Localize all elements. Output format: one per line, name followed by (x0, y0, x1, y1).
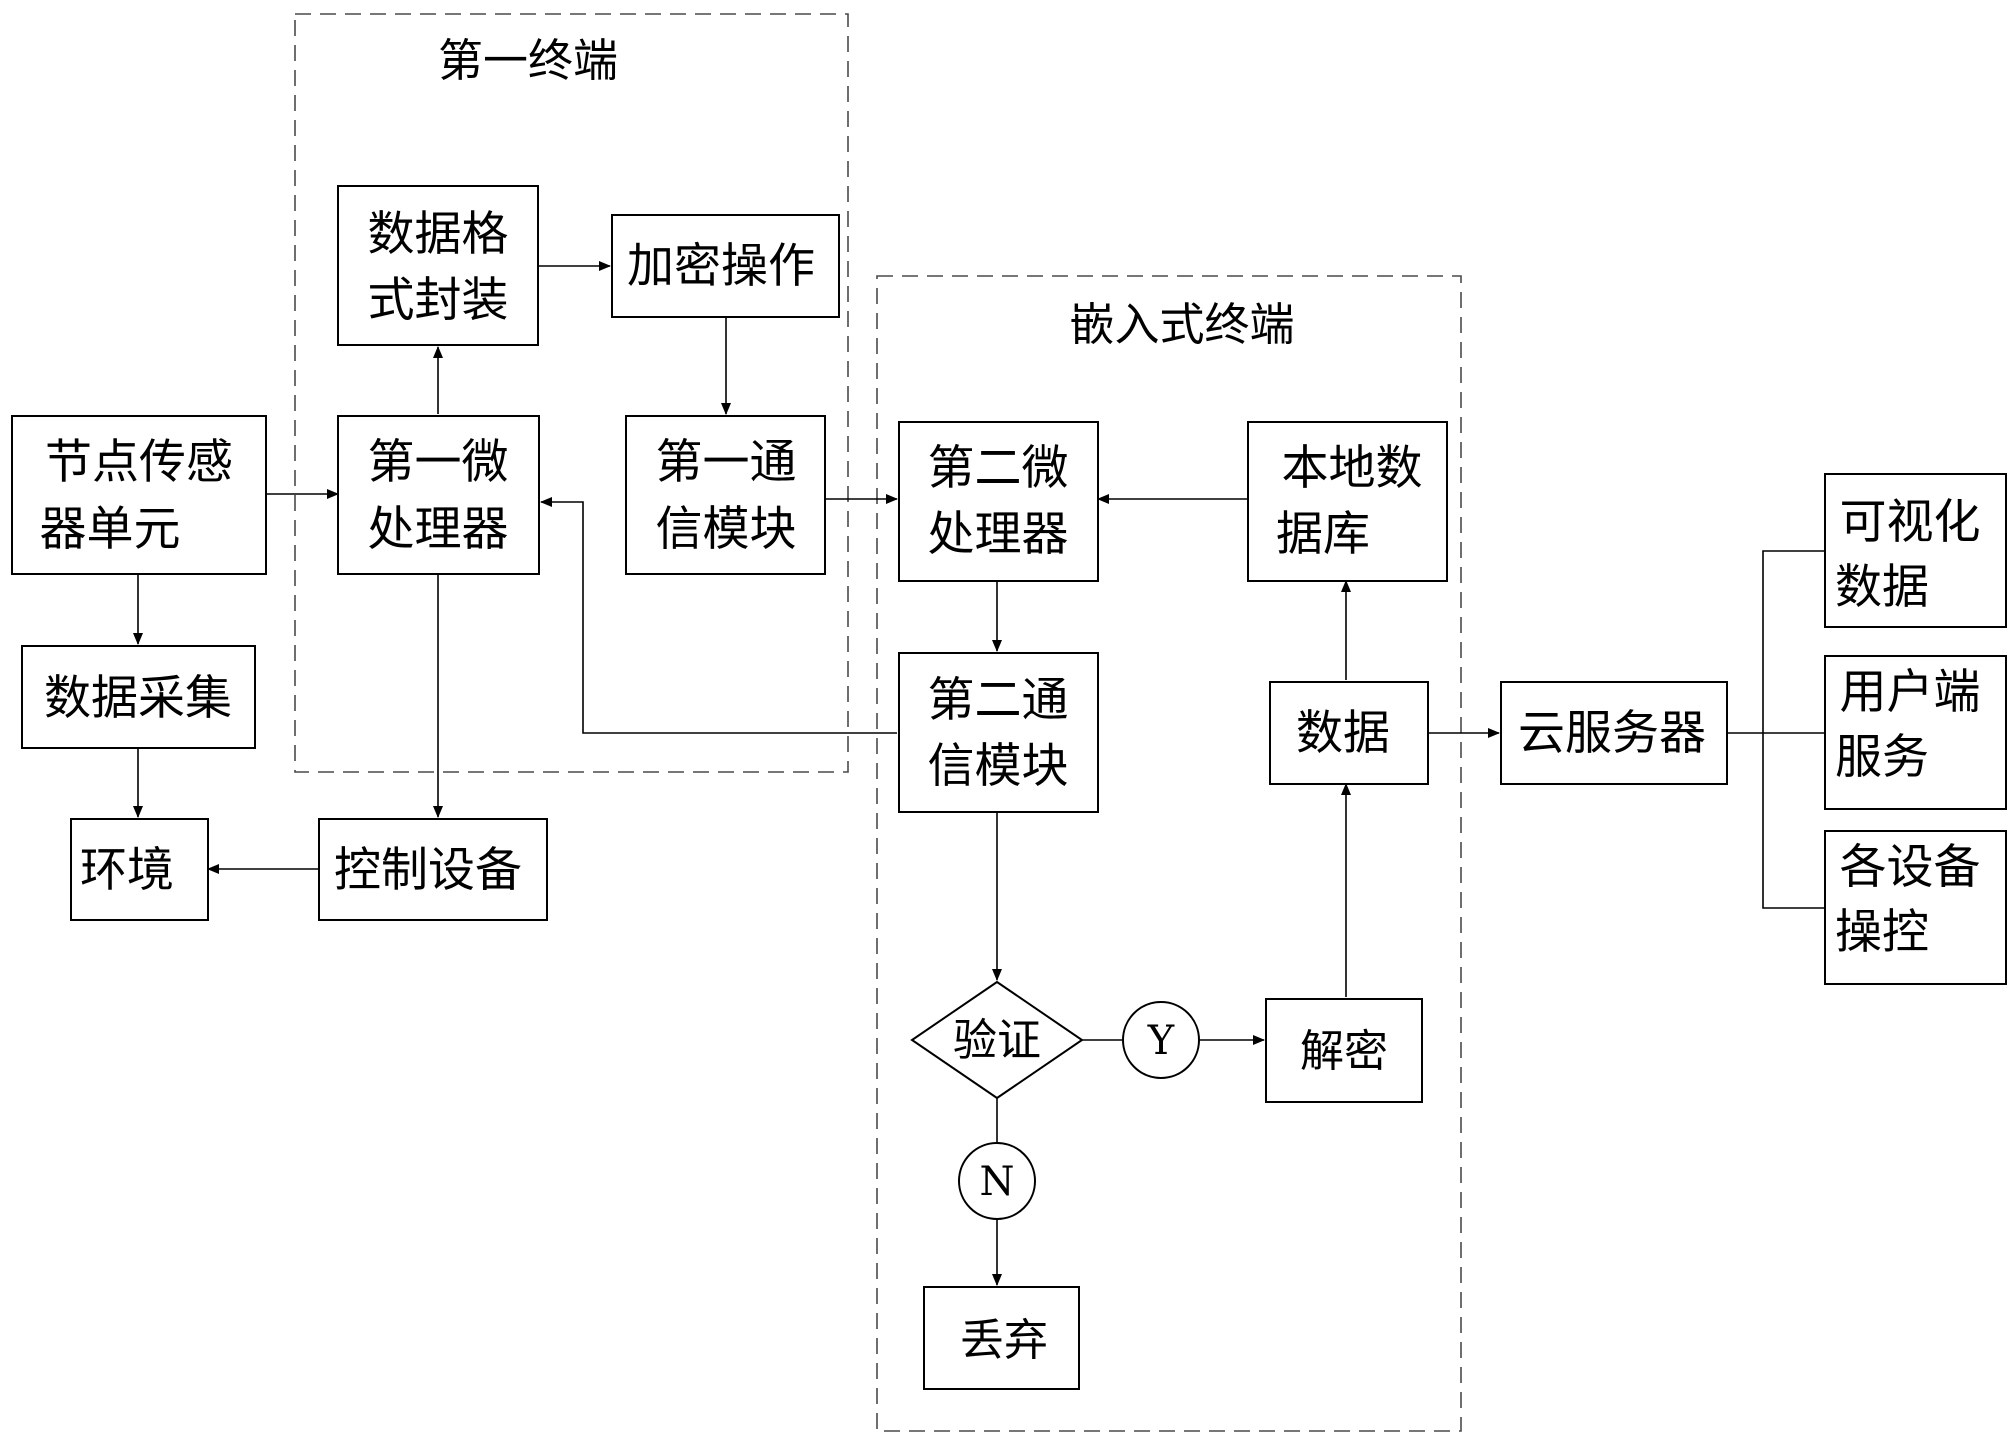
yes-branch-circle: Y (1122, 1001, 1200, 1079)
environment-label: 环境 (80, 843, 174, 898)
second-comm-label-1: 第二通 (928, 673, 1069, 728)
yes-branch-label: Y (1147, 1018, 1175, 1064)
local-database-label-1: 本地数 (1282, 441, 1423, 496)
control-device-box: 控制设备 (318, 818, 548, 921)
link-comm2-to-mcu1 (540, 497, 897, 734)
first-comm-label-2: 信模块 (656, 502, 797, 557)
embedded-terminal-label: 嵌入式终端 (1069, 298, 1294, 351)
second-mcu-label-1: 第二微 (928, 441, 1069, 496)
cloud-server-label: 云服务器 (1518, 706, 1706, 761)
verify-label: 验证 (953, 1015, 1041, 1066)
first-mcu-label-2: 处理器 (368, 502, 509, 557)
device-control-label-1: 各设备 (1840, 840, 1981, 895)
encrypt-box: 加密操作 (611, 214, 840, 318)
data-format-label-2: 式封装 (368, 273, 509, 328)
data-box: 数据 (1269, 681, 1429, 785)
user-service-label-2: 服务 (1835, 730, 1929, 785)
user-service-box: 用户端 服务 (1824, 655, 2007, 810)
first-terminal-group (294, 13, 849, 773)
node-sensor-label-1: 节点传感 (45, 435, 233, 490)
visual-data-label-2: 数据 (1835, 560, 1929, 615)
first-comm-box: 第一通 信模块 (625, 415, 826, 575)
node-sensor-box: 节点传感 器单元 (11, 415, 267, 575)
no-branch-circle: N (958, 1142, 1036, 1220)
no-branch-label: N (980, 1159, 1015, 1205)
data-format-label-1: 数据格 (368, 207, 509, 262)
second-comm-box: 第二通 信模块 (898, 652, 1099, 813)
data-format-box: 数据格 式封装 (337, 185, 539, 346)
device-control-box: 各设备 操控 (1824, 830, 2007, 985)
user-service-label-1: 用户端 (1840, 665, 1981, 720)
first-mcu-label-1: 第一微 (368, 435, 509, 490)
cloud-server-box: 云服务器 (1500, 681, 1728, 785)
discard-label: 丢弃 (960, 1315, 1048, 1366)
encrypt-label: 加密操作 (627, 239, 815, 294)
second-comm-label-2: 信模块 (928, 739, 1069, 794)
second-mcu-box: 第二微 处理器 (898, 421, 1099, 582)
local-database-label-2: 据库 (1276, 507, 1370, 562)
visual-data-label-1: 可视化 (1840, 495, 1981, 550)
local-database-box: 本地数 据库 (1247, 421, 1448, 582)
first-mcu-box: 第一微 处理器 (337, 415, 540, 575)
visual-data-box: 可视化 数据 (1824, 473, 2007, 628)
data-label: 数据 (1296, 706, 1390, 761)
first-comm-label-1: 第一通 (656, 435, 797, 490)
discard-box: 丢弃 (923, 1286, 1080, 1390)
verify-diamond: 验证 (910, 980, 1084, 1100)
embedded-terminal-group (876, 275, 1462, 1432)
environment-box: 环境 (70, 818, 209, 921)
data-collection-box: 数据采集 (21, 645, 256, 749)
control-device-label: 控制设备 (334, 843, 522, 898)
node-sensor-label-2: 器单元 (40, 502, 181, 557)
second-mcu-label-2: 处理器 (928, 507, 1069, 562)
data-collection-label: 数据采集 (44, 671, 232, 726)
decrypt-label: 解密 (1300, 1026, 1388, 1077)
bracket-outputs (1762, 550, 1825, 909)
device-control-label-2: 操控 (1835, 905, 1929, 960)
decrypt-box: 解密 (1265, 998, 1423, 1103)
first-terminal-label: 第一终端 (438, 34, 618, 87)
